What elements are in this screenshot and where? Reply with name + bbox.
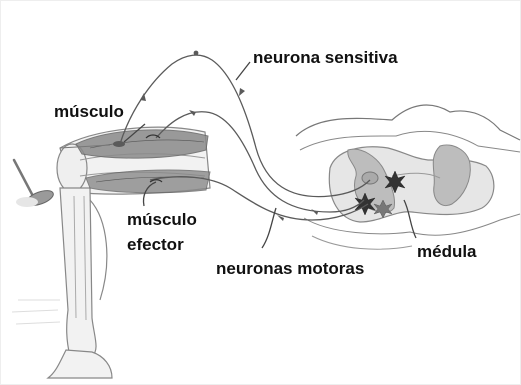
label-muscle: músculo bbox=[54, 102, 124, 122]
leader-sensory bbox=[236, 62, 250, 80]
label-motor-neurons: neuronas motoras bbox=[216, 259, 364, 279]
label-effector-line1: músculo bbox=[127, 207, 197, 232]
label-effector-line2: efector bbox=[127, 232, 197, 257]
spinal-cord bbox=[296, 105, 520, 249]
label-sensory-neuron: neurona sensitiva bbox=[253, 48, 398, 68]
reflex-hammer-icon bbox=[14, 160, 55, 208]
label-effector-muscle: músculo efector bbox=[127, 207, 197, 257]
leader-motor bbox=[262, 208, 276, 248]
label-spinal-cord: médula bbox=[417, 242, 477, 262]
